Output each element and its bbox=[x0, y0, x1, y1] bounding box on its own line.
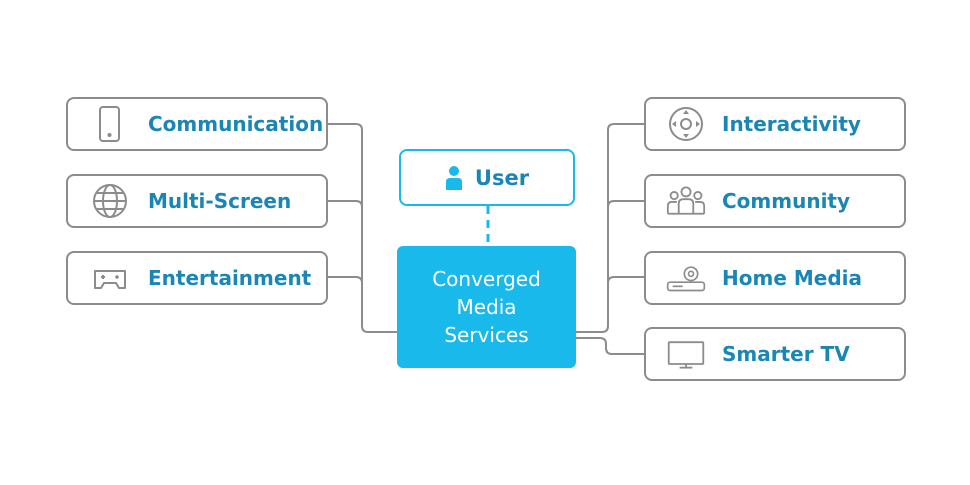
connector-multi-screen bbox=[328, 200, 363, 208]
person-icon bbox=[445, 165, 463, 191]
node-community: Community bbox=[644, 174, 906, 228]
tv-icon bbox=[666, 334, 706, 374]
user-label: User bbox=[474, 165, 530, 190]
projector-icon bbox=[666, 258, 706, 298]
node-community-label: Community bbox=[722, 189, 851, 213]
node-smarter-tv-label: Smarter TV bbox=[722, 342, 850, 366]
node-entertainment-label: Entertainment bbox=[148, 266, 312, 290]
node-home-media: Home Media bbox=[644, 251, 906, 305]
connector-communication bbox=[328, 123, 397, 333]
node-interactivity-label: Interactivity bbox=[722, 112, 861, 136]
connector-entertainment bbox=[328, 276, 363, 284]
node-smarter-tv: Smarter TV bbox=[644, 327, 906, 381]
dpad-remote-icon bbox=[666, 104, 706, 144]
smartphone-icon bbox=[90, 104, 130, 144]
center-line-1: Converged bbox=[432, 267, 541, 291]
node-multi-screen-label: Multi-Screen bbox=[148, 189, 292, 213]
node-communication: Communication bbox=[66, 97, 328, 151]
connector-smarter-tv bbox=[576, 337, 644, 355]
globe-icon bbox=[90, 181, 130, 221]
center-line-2: Media bbox=[456, 295, 517, 319]
node-entertainment: Entertainment bbox=[66, 251, 328, 305]
center-line-3: Services bbox=[444, 323, 529, 347]
node-multi-screen: Multi-Screen bbox=[66, 174, 328, 228]
node-communication-label: Communication bbox=[148, 112, 324, 136]
user-node: User bbox=[399, 149, 575, 206]
node-interactivity: Interactivity bbox=[644, 97, 906, 151]
converged-media-services-node: Converged Media Services bbox=[397, 246, 576, 368]
gamepad-icon bbox=[90, 258, 130, 298]
connector-home-media bbox=[607, 276, 644, 284]
connector-community bbox=[607, 200, 644, 208]
people-group-icon bbox=[666, 181, 706, 221]
node-home-media-label: Home Media bbox=[722, 266, 862, 290]
connector-interactivity bbox=[576, 123, 644, 333]
